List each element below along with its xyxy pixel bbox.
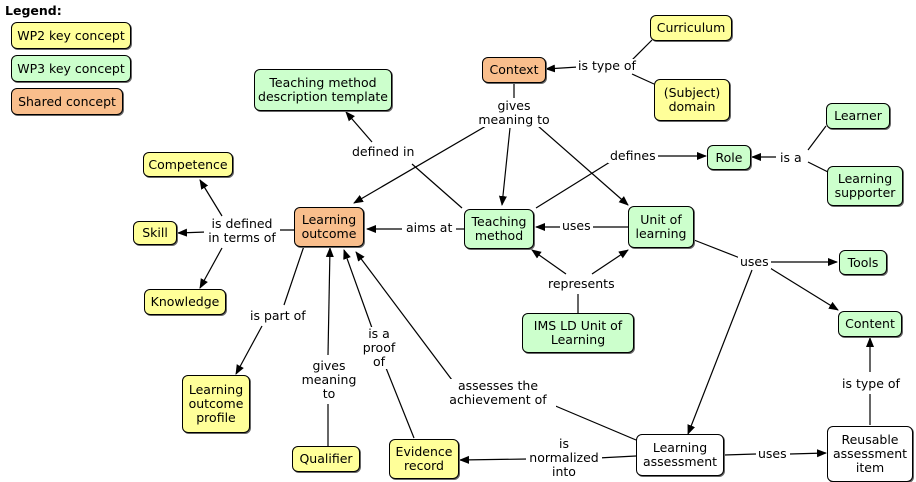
edge-assessment-uses bbox=[723, 453, 757, 456]
label-is-type-of-bottom: is type of bbox=[840, 376, 902, 391]
edge-domain-label bbox=[631, 73, 655, 85]
edge-proof-lo bbox=[343, 249, 373, 329]
edge-gives-lo bbox=[353, 125, 487, 204]
edge-learner-isa bbox=[807, 125, 827, 151]
label-is-part-of: is part of bbox=[248, 308, 308, 323]
legend-title: Legend: bbox=[5, 3, 62, 18]
label-represents: represents bbox=[546, 276, 617, 291]
edge-uses-assessment bbox=[687, 269, 753, 435]
label-is-a: is a bbox=[778, 150, 804, 165]
node-curriculum[interactable]: Curriculum bbox=[650, 15, 732, 41]
edge-normalized-evidence bbox=[459, 455, 529, 464]
label-uses-la: uses bbox=[756, 446, 789, 461]
node-learning-outcome-profile[interactable]: Learning outcome profile bbox=[182, 375, 250, 433]
edge-lo-partof bbox=[283, 245, 305, 306]
edge-uses-item bbox=[789, 449, 827, 458]
label-is-normalized-into: is normalized into bbox=[526, 437, 602, 479]
legend-shared: Shared concept bbox=[11, 88, 123, 115]
label-gives-meaning-to-bottom: gives meaning to bbox=[296, 359, 362, 401]
node-tools[interactable]: Tools bbox=[839, 250, 887, 275]
label-aims-at: aims at bbox=[404, 220, 455, 235]
edge-supporter-isa bbox=[807, 161, 829, 173]
node-context[interactable]: Context bbox=[482, 57, 546, 83]
edge-defined-knowledge bbox=[199, 247, 223, 289]
label-is-defined-in-terms-of: is defined in terms of bbox=[204, 217, 280, 245]
edge-curriculum-label bbox=[631, 39, 653, 61]
edge-represents-uol bbox=[591, 249, 629, 275]
node-knowledge[interactable]: Knowledge bbox=[144, 289, 226, 315]
label-is-type-of-top: is type of bbox=[576, 58, 638, 73]
edge-uol-uses2 bbox=[693, 239, 741, 259]
edge-definedin-template bbox=[345, 111, 373, 143]
edge-tm-definedin bbox=[411, 163, 463, 209]
edge-represents-tm bbox=[531, 249, 567, 275]
edge-evidence-proof bbox=[385, 367, 415, 439]
label-defines: defines bbox=[608, 148, 658, 163]
node-qualifier[interactable]: Qualifier bbox=[292, 446, 360, 472]
edge-tm-defines bbox=[535, 161, 611, 209]
node-skill[interactable]: Skill bbox=[133, 221, 177, 245]
edge-gives-uol bbox=[537, 125, 629, 206]
edge-assessment-assesses bbox=[545, 401, 637, 441]
edge-gives-lo2 bbox=[325, 247, 334, 356]
node-role[interactable]: Role bbox=[707, 145, 751, 170]
node-teaching-method-template[interactable]: Teaching method description template bbox=[254, 69, 392, 111]
edge-partof-profile bbox=[235, 325, 263, 375]
legend-wp2: WP2 key concept bbox=[11, 22, 131, 49]
label-assesses: assesses the achievement of bbox=[440, 379, 556, 407]
label-defined-in: defined in bbox=[350, 144, 417, 159]
edge-istype-context bbox=[545, 64, 579, 73]
node-subject-domain[interactable]: (Subject) domain bbox=[654, 79, 730, 121]
edge-assessment-normalized bbox=[597, 455, 637, 459]
label-is-a-proof-of: is a proof of bbox=[356, 327, 402, 369]
node-teaching-method[interactable]: Teaching method bbox=[464, 209, 534, 249]
node-content[interactable]: Content bbox=[838, 311, 902, 337]
node-learning-outcome[interactable]: Learning outcome bbox=[294, 207, 364, 247]
legend-wp3: WP3 key concept bbox=[11, 55, 131, 82]
node-learning-supporter[interactable]: Learning supporter bbox=[827, 166, 903, 206]
node-learner[interactable]: Learner bbox=[826, 103, 890, 129]
label-uses-uol: uses bbox=[738, 254, 771, 269]
edge-assesses-lo bbox=[355, 251, 453, 381]
node-competence[interactable]: Competence bbox=[143, 152, 233, 177]
node-unit-of-learning[interactable]: Unit of learning bbox=[628, 206, 694, 248]
label-uses-tm: uses bbox=[560, 218, 593, 233]
node-reusable-assessment-item[interactable]: Reusable assessment item bbox=[827, 426, 913, 482]
node-learning-assessment[interactable]: Learning assessment bbox=[636, 434, 724, 476]
node-ims-ld[interactable]: IMS LD Unit of Learning bbox=[522, 313, 634, 353]
edge-defined-competence bbox=[199, 179, 223, 217]
node-evidence-record[interactable]: Evidence record bbox=[389, 439, 459, 479]
edge-gives-tm bbox=[498, 127, 511, 206]
edge-uses-content bbox=[769, 267, 839, 311]
edge-defined-skill bbox=[177, 228, 207, 237]
label-gives-meaning-to-top: gives meaning to bbox=[476, 99, 552, 127]
